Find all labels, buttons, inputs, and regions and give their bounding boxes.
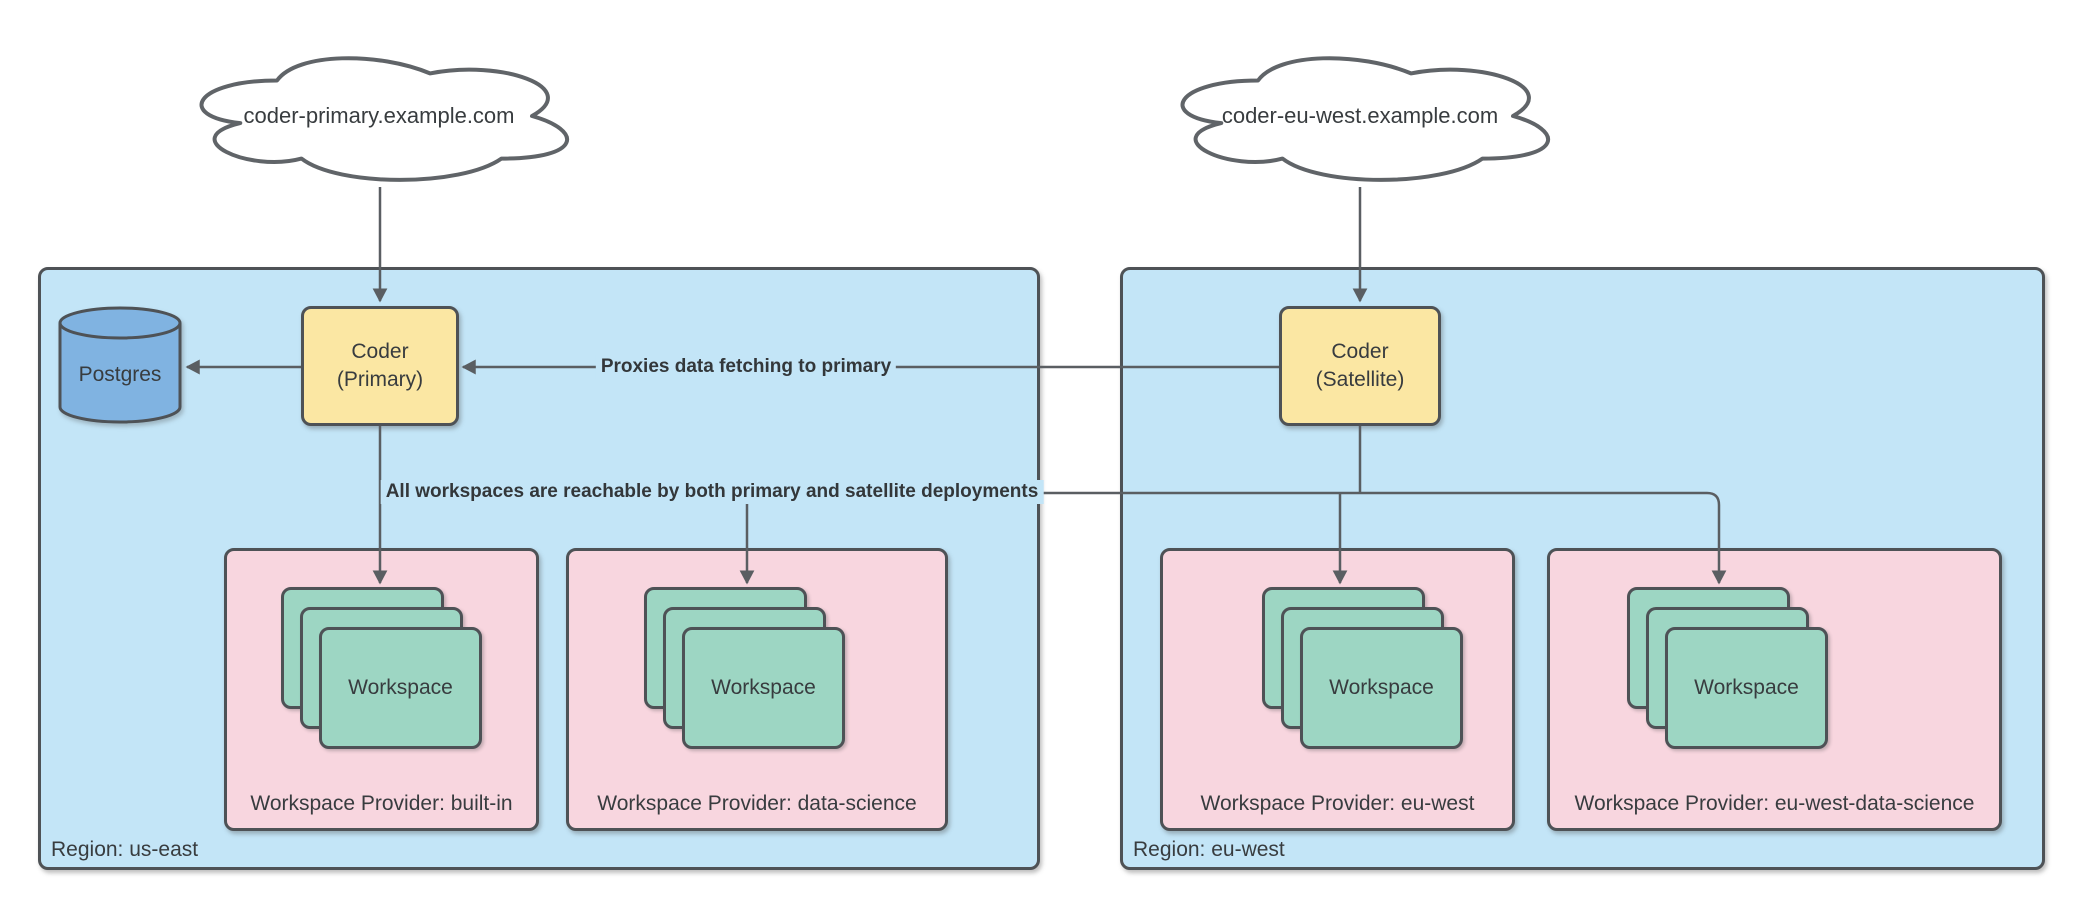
database-cylinder-icon [58,306,182,424]
workspace-card-front: Workspace [319,627,482,749]
workspace-stack-eu-west: Workspace [1262,587,1463,749]
workspace-card-front: Workspace [682,627,845,749]
postgres-label: Postgres [78,363,162,386]
cloud-coder-primary: coder-primary.example.com [175,45,583,187]
region-us-east-label: Region: us-east [51,838,199,861]
workspace-provider-data-science-label: Workspace Provider: data-science [597,792,917,815]
cloud-coder-eu-west: coder-eu-west.example.com [1156,45,1564,187]
cloud-icon [199,56,569,182]
coder-satellite-node: Coder (Satellite) [1279,306,1441,426]
coder-satellite-line1: Coder [1331,339,1389,363]
workspace-provider-eu-west-data-science-label: Workspace Provider: eu-west-data-science [1574,792,1975,815]
region-eu-west-label: Region: eu-west [1133,838,1285,861]
edge-label-reachable: All workspaces are reachable by both pri… [380,480,1044,504]
cloud-icon [1180,56,1550,182]
cloud-satellite-hostname: coder-eu-west.example.com [1221,103,1499,128]
workspace-stack-data-science: Workspace [644,587,845,749]
workspace-stack-built-in: Workspace [281,587,482,749]
workspace-card-front: Workspace [1300,627,1463,749]
workspace-provider-built-in-label: Workspace Provider: built-in [250,792,513,815]
workspace-stack-eu-west-data-science: Workspace [1627,587,1828,749]
coder-satellite-line2: (Satellite) [1315,368,1405,391]
edge-label-proxies: Proxies data fetching to primary [595,355,897,379]
cloud-primary-hostname: coder-primary.example.com [243,103,515,128]
postgres-database: Postgres [58,305,182,425]
coder-primary-line1: Coder [351,339,409,363]
coder-primary-node: Coder (Primary) [301,306,459,426]
workspace-provider-eu-west-label: Workspace Provider: eu-west [1200,792,1475,815]
workspace-card-front: Workspace [1665,627,1828,749]
coder-primary-line2: (Primary) [336,368,424,391]
